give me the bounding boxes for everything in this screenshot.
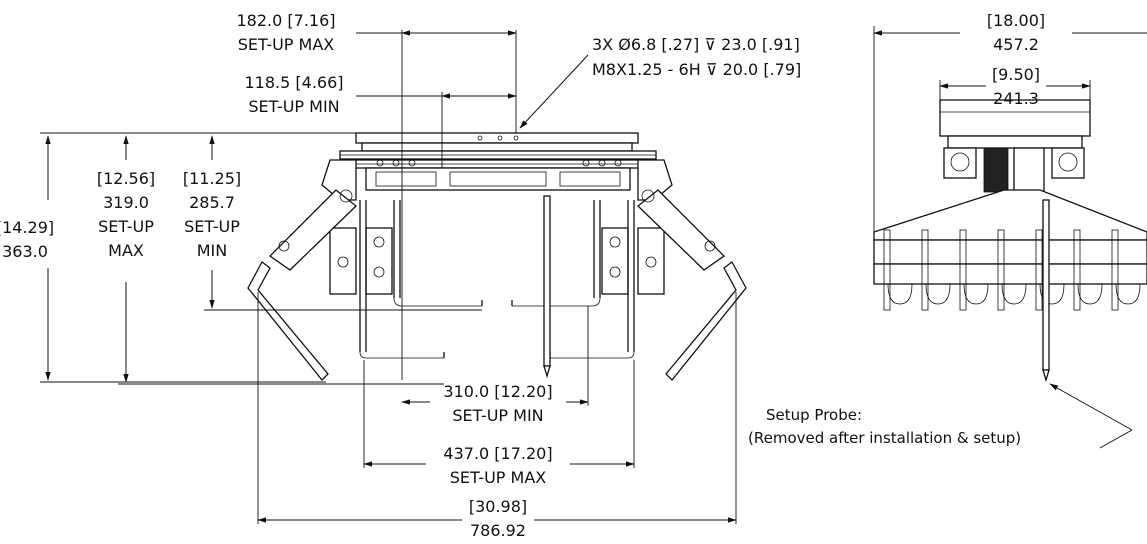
right-finger-assembly [511,200,665,359]
overall-height-metric: 363.0 [2,242,48,261]
dimension-setup-max-height: [12.56] 319.0 SET-UP MAX [97,135,444,385]
setup-max-height-imperial: [12.56] [97,169,155,188]
dimension-setup-max-span: 437.0 [17.20] SET-UP MAX [363,360,635,487]
gripper-body [365,167,631,191]
side-mount-plate [939,99,1091,137]
dimension-setup-min-span: 310.0 [12.20] SET-UP MIN [401,306,589,425]
setup-max-height-label2: MAX [108,241,144,260]
dimension-setup-min-height: [11.25] 285.7 SET-UP MIN [183,135,482,311]
hole-callout-line1: 3X Ø6.8 [.27] ⊽ 23.0 [.91] [592,35,800,54]
hole-callout: 3X Ø6.8 [.27] ⊽ 23.0 [.91] M8X1.25 - 6H … [519,35,801,129]
dimension-setup-max-width: 182.0 [7.16] SET-UP MAX [237,11,517,380]
overall-height-imperial: [14.29] [0,218,54,237]
dimension-side-overall: [18.00] 457.2 [873,11,1147,232]
front-view [247,132,747,381]
side-overall-imperial: [18.00] [987,11,1045,30]
probe-note: Setup Probe: (Removed after installation… [748,383,1133,449]
dimension-overall-height: [14.29] 363.0 [0,132,356,383]
overall-width-imperial: [30.98] [469,497,527,516]
front-setup-probe [543,195,551,379]
setup-max-width-label: SET-UP MAX [238,35,335,54]
setup-max-span-label: SET-UP MAX [450,468,547,487]
setup-min-span-label: SET-UP MIN [452,406,543,425]
setup-min-height-label1: SET-UP [184,217,240,236]
setup-min-width-value: 118.5 [4.66] [245,73,344,92]
overall-width-metric: 786.92 [470,521,526,540]
side-beam [873,239,1147,265]
setup-min-height-imperial: [11.25] [183,169,241,188]
side-inner-imperial: [9.50] [992,65,1040,84]
probe-note-line1: Setup Probe: [766,406,862,424]
setup-max-width-value: 182.0 [7.16] [237,11,336,30]
side-inner-metric: 241.3 [993,89,1039,108]
setup-min-height-metric: 285.7 [189,193,235,212]
left-angled-finger [247,189,357,381]
dimension-setup-min-width: 118.5 [4.66] SET-UP MIN [245,73,517,168]
setup-min-height-label2: MIN [197,241,228,260]
side-view [873,99,1147,383]
mounting-plate [355,132,639,144]
setup-max-span-value: 437.0 [17.20] [443,444,552,463]
dimension-side-inner: [9.50] 241.3 [939,65,1091,108]
hole-callout-line2: M8X1.25 - 6H ⊽ 20.0 [.79] [592,60,801,79]
side-overall-metric: 457.2 [993,35,1039,54]
side-setup-probe [1042,199,1050,383]
bolt-details [376,135,622,167]
setup-max-height-metric: 319.0 [103,193,149,212]
side-bracket [873,189,1147,241]
setup-min-span-value: 310.0 [12.20] [443,382,552,401]
plate-base [361,142,633,152]
probe-note-line2: (Removed after installation & setup) [748,429,1021,447]
left-finger-assembly [329,200,483,359]
side-fingers [883,229,1141,311]
right-angled-finger [637,189,747,381]
setup-min-width-label: SET-UP MIN [248,97,339,116]
dimension-overall-width: [30.98] 786.92 [257,292,737,540]
setup-max-height-label1: SET-UP [98,217,154,236]
